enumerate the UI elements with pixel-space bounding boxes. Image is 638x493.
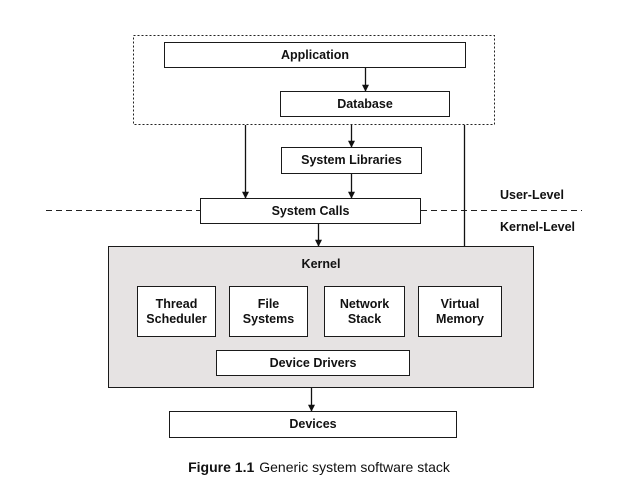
device-drivers-box: Device Drivers [216,350,410,376]
virtual-memory-line1: Virtual [440,296,480,311]
application-label: Application [280,47,350,62]
database-label: Database [337,96,393,111]
application-box: Application [164,42,466,68]
network-stack-line1: Network [339,296,390,311]
file-systems-line2: Systems [242,311,295,326]
thread-scheduler-line2: Scheduler [146,311,207,326]
system-calls-box: System Calls [200,198,421,224]
system-calls-label: System Calls [271,203,350,218]
virtual-memory-box: Virtual Memory [418,286,502,337]
database-box: Database [280,91,450,117]
thread-scheduler-box: Thread Scheduler [137,286,216,337]
figure-number: Figure 1.1 [188,459,255,475]
user-space-boundary [133,35,495,125]
file-systems-box: File Systems [229,286,308,337]
figure-caption-text: Generic system software stack [259,459,450,475]
network-stack-line2: Stack [347,311,382,326]
network-stack-box: Network Stack [324,286,405,337]
devices-label: Devices [289,417,337,431]
system-libraries-label: System Libraries [301,153,402,167]
virtual-memory-line2: Memory [436,311,484,326]
file-systems-line1: File [257,296,280,311]
kernel-title: Kernel [301,257,341,271]
user-level-label: User-Level [500,188,564,202]
devices-box: Devices [169,411,457,438]
kernel-level-label: Kernel-Level [500,220,576,234]
thread-scheduler-line1: Thread [155,296,198,311]
device-drivers-label: Device Drivers [269,355,357,370]
system-libraries-box: System Libraries [281,147,422,174]
